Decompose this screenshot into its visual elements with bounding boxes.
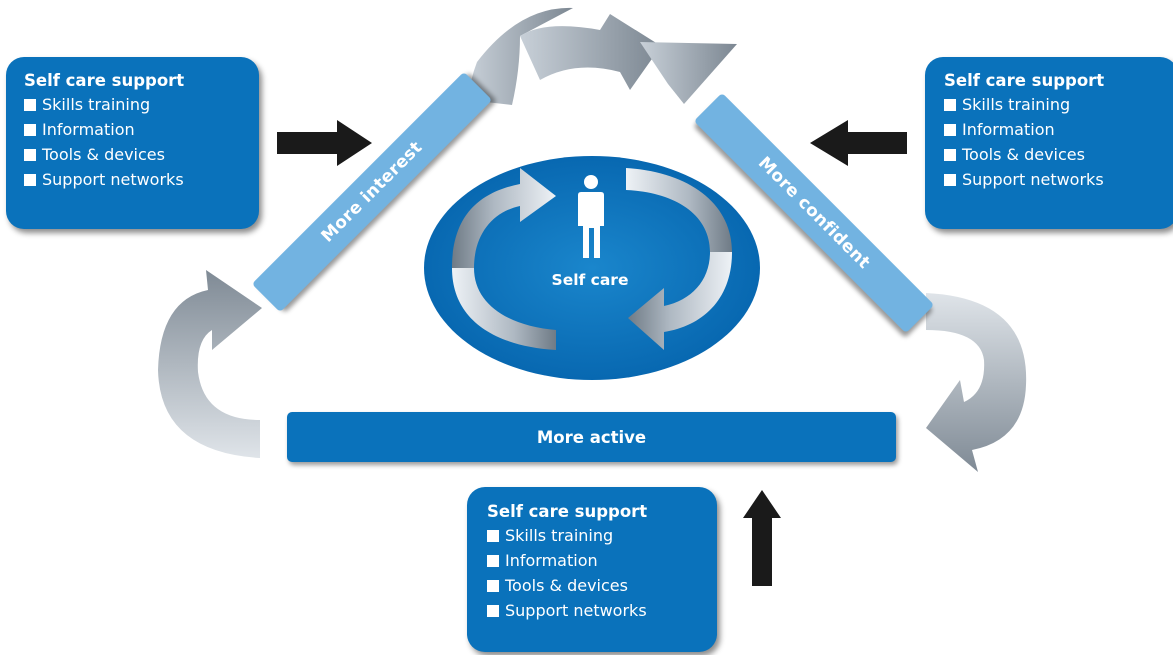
inner-arrow-top-right	[626, 168, 732, 252]
square-bullet-icon	[24, 123, 36, 136]
square-bullet-icon	[487, 554, 499, 567]
square-bullet-icon	[24, 148, 36, 161]
top-cycle-arrow-head	[520, 14, 661, 90]
support-box-bottom: Self care support Skills training Inform…	[467, 487, 717, 652]
support-box-title: Self care support	[944, 71, 1105, 90]
self-care-label: Self care	[551, 271, 629, 289]
top-cycle-arrow	[468, 7, 573, 106]
person-icon	[578, 175, 604, 258]
list-item-label: Support networks	[42, 170, 184, 189]
arrow-from-right-support	[810, 120, 907, 166]
support-list: Skills training Information Tools & devi…	[24, 92, 259, 192]
list-item-label: Information	[962, 120, 1055, 139]
list-item-label: Skills training	[505, 526, 614, 545]
list-item-label: Tools & devices	[505, 576, 628, 595]
list-item: Tools & devices	[487, 573, 717, 598]
list-item: Skills training	[487, 523, 717, 548]
list-item-label: Tools & devices	[962, 145, 1085, 164]
list-item: Support networks	[24, 167, 259, 192]
list-item: Support networks	[487, 598, 717, 623]
square-bullet-icon	[487, 579, 499, 592]
list-item-label: Information	[505, 551, 598, 570]
more-active-banner: More active	[287, 412, 896, 462]
support-box-title: Self care support	[24, 71, 185, 90]
square-bullet-icon	[487, 604, 499, 617]
arrow-from-bottom-support	[743, 490, 781, 586]
square-bullet-icon	[944, 123, 956, 136]
list-item-label: Support networks	[505, 601, 647, 620]
square-bullet-icon	[24, 98, 36, 111]
list-item-label: Tools & devices	[42, 145, 165, 164]
list-item-label: Support networks	[962, 170, 1104, 189]
support-box-left: Self care support Skills training Inform…	[6, 57, 259, 229]
support-list: Skills training Information Tools & devi…	[487, 523, 717, 623]
list-item: Information	[944, 117, 1173, 142]
inner-arrow-top-left	[452, 168, 556, 268]
square-bullet-icon	[944, 173, 956, 186]
list-item-label: Skills training	[42, 95, 151, 114]
list-item: Skills training	[944, 92, 1173, 117]
support-box-title: Self care support	[487, 502, 648, 521]
list-item-label: Skills training	[962, 95, 1071, 114]
list-item: Information	[24, 117, 259, 142]
support-box-right: Self care support Skills training Inform…	[925, 57, 1173, 229]
list-item: Skills training	[24, 92, 259, 117]
inner-arrow-bottom-right	[628, 252, 732, 350]
square-bullet-icon	[944, 98, 956, 111]
left-cycle-arrow	[158, 270, 262, 458]
support-list: Skills training Information Tools & devi…	[944, 92, 1173, 192]
square-bullet-icon	[24, 173, 36, 186]
right-cycle-arrow	[926, 293, 1027, 472]
square-bullet-icon	[487, 529, 499, 542]
arrow-from-left-support	[277, 120, 372, 166]
square-bullet-icon	[944, 148, 956, 161]
list-item: Tools & devices	[944, 142, 1173, 167]
list-item: Support networks	[944, 167, 1173, 192]
inner-arrow-bottom-left	[452, 268, 556, 350]
list-item: Tools & devices	[24, 142, 259, 167]
list-item: Information	[487, 548, 717, 573]
top-cycle-arrow-tip	[640, 42, 737, 104]
list-item-label: Information	[42, 120, 135, 139]
